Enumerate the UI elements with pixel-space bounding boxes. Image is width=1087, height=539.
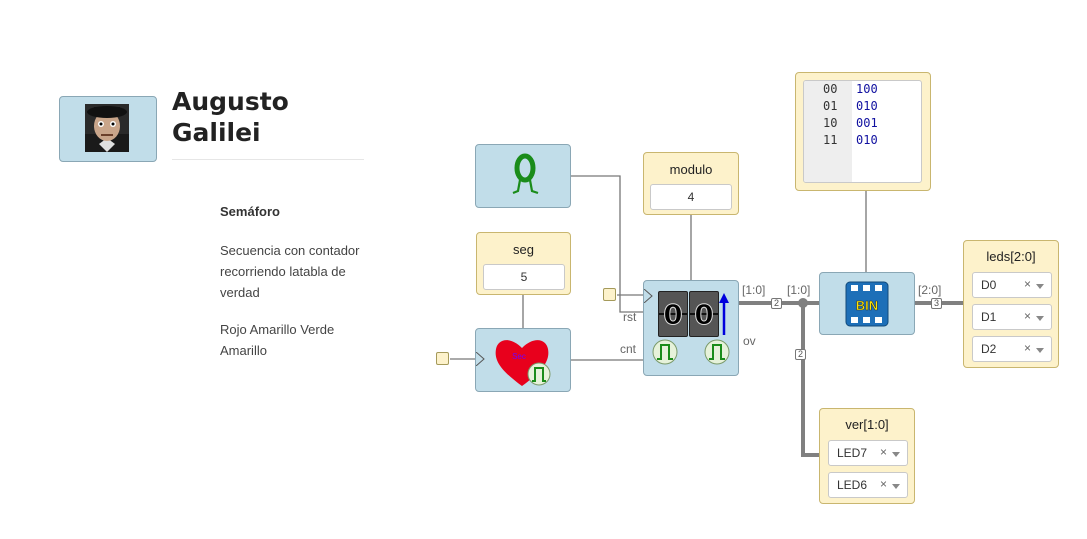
counter-digit-units: 0 (689, 291, 719, 337)
clear-icon[interactable]: × (1023, 277, 1031, 291)
clear-icon[interactable]: × (1023, 309, 1031, 323)
pin-select-led6[interactable]: LED6× (828, 472, 908, 498)
clear-icon[interactable]: × (879, 477, 887, 491)
ver-label: ver[1:0] (845, 417, 889, 432)
pin-select-d2[interactable]: D2× (972, 336, 1052, 362)
pulse-icon-right (704, 339, 730, 365)
chevron-down-icon[interactable] (892, 484, 900, 489)
heart-text: Sec (512, 352, 526, 361)
counter-block[interactable]: 0 0 (643, 280, 739, 376)
author-first-name: Augusto (172, 87, 289, 116)
bus-width-b: 2 (795, 349, 807, 360)
ver-output-block[interactable]: ver[1:0] LED7× LED6× (819, 408, 915, 504)
project-title: Semáforo (220, 204, 280, 219)
project-description: Secuencia con contador recorriendo latab… (220, 243, 360, 300)
chevron-down-icon[interactable] (1036, 284, 1044, 289)
chevron-down-icon[interactable] (892, 452, 900, 457)
avatar (85, 104, 129, 152)
counter-digit-1: 0 (663, 298, 683, 332)
heart-icon: Sec (495, 340, 551, 386)
author-name: Augusto Galilei (172, 86, 289, 148)
modulo-value-input[interactable]: 4 (650, 184, 732, 210)
bin-text: BIN (856, 298, 878, 313)
counter-digit-tens: 0 (658, 291, 688, 337)
pulse-icon-left (652, 339, 678, 365)
bin-icon: BIN (845, 281, 889, 327)
modulo-constant[interactable]: modulo 4 (643, 152, 739, 215)
wire-zero-to-rst (571, 175, 644, 313)
input-port-clock[interactable] (436, 352, 449, 365)
author-last-name: Galilei (172, 118, 261, 147)
counter-digit-2: 0 (694, 298, 714, 332)
clock-input-arrow-icon (476, 352, 485, 366)
heart-timer-block[interactable]: Sec (475, 328, 571, 392)
pin-select-d1[interactable]: D1× (972, 304, 1052, 330)
clear-icon[interactable]: × (1023, 341, 1031, 355)
bus-label-mid: [1:0] (787, 283, 811, 297)
clear-icon[interactable]: × (879, 445, 887, 459)
project-sequence: Rojo Amarillo Verde Amarillo (220, 322, 335, 358)
author-avatar-card[interactable] (59, 96, 157, 162)
cnt-label: cnt (620, 342, 637, 356)
bus-junction (798, 298, 808, 308)
input-port-rst[interactable] (603, 288, 616, 301)
zero-icon (512, 153, 539, 195)
leds-output-block[interactable]: leds[2:0] D0× D1× D2× (963, 240, 1059, 368)
zero-constant-block[interactable] (475, 144, 571, 208)
bin-rom-block[interactable]: BIN (819, 272, 915, 335)
bus-width-c: 3 (931, 298, 943, 309)
ov-label: ov (743, 334, 756, 348)
memory-gutter (804, 81, 852, 182)
bus-label-counter: [1:0] (742, 283, 766, 297)
bus-label-leds: [2:0] (918, 283, 942, 297)
modulo-label: modulo (669, 162, 713, 177)
divider (172, 159, 364, 160)
seg-value-input[interactable]: 5 (483, 264, 565, 290)
seg-label: seg (513, 242, 534, 257)
rst-label: rst (623, 310, 637, 324)
seg-constant[interactable]: seg 5 (476, 232, 571, 295)
pin-select-led7[interactable]: LED7× (828, 440, 908, 466)
up-arrow-icon (719, 293, 729, 335)
bus-width-a: 2 (771, 298, 783, 309)
chevron-down-icon[interactable] (1036, 348, 1044, 353)
leds-label: leds[2:0] (986, 249, 1036, 264)
bus-to-ver (801, 303, 820, 457)
pin-select-d0[interactable]: D0× (972, 272, 1052, 298)
chevron-down-icon[interactable] (1036, 316, 1044, 321)
counter-clock-arrow-icon (644, 289, 653, 303)
